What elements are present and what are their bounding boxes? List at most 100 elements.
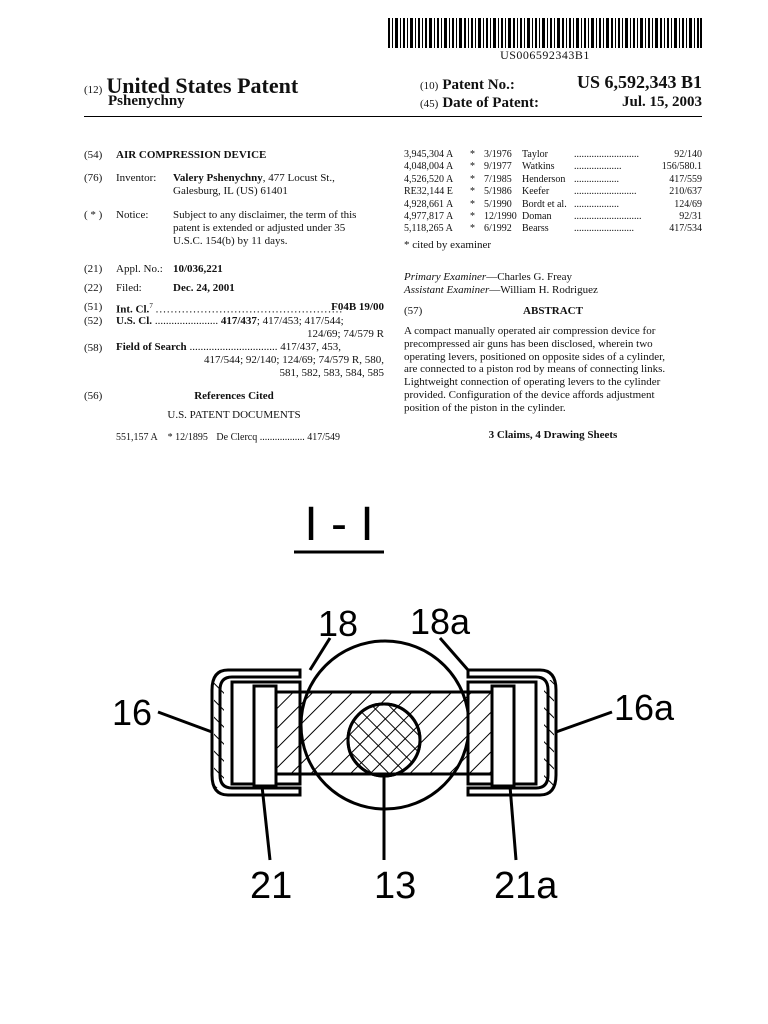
label-16a: 16a xyxy=(614,687,675,728)
ref-star: * xyxy=(470,173,475,185)
ref-star: * xyxy=(470,161,475,173)
uscl-code: (52) xyxy=(84,315,103,327)
ref-dots: ......................... xyxy=(574,186,637,198)
notice-line3: U.S.C. 154(b) by 11 days. xyxy=(173,235,288,247)
label-21a: 21a xyxy=(494,865,558,907)
ref-dots: .................. xyxy=(574,198,619,210)
ref-number: RE32,144 E xyxy=(404,186,453,198)
label-21: 21 xyxy=(250,865,292,907)
search-line2: 417/544; 92/140; 124/69; 74/579 R, 580, xyxy=(204,354,384,366)
barcode-number: US006592343B1 xyxy=(500,48,590,62)
uscl-dots: ....................... xyxy=(154,315,219,327)
claims-summary: 3 Claims, 4 Drawing Sheets xyxy=(488,429,618,441)
patent-header-left: (12) United States Patent xyxy=(84,73,298,99)
ref-class: 417/534 xyxy=(669,223,702,235)
patent-no-label: Patent No.: xyxy=(442,77,515,93)
title-code: (54) xyxy=(84,149,103,161)
header-divider xyxy=(84,116,702,117)
ref-name: De Clercq xyxy=(216,432,258,443)
inventor-code: (76) xyxy=(84,172,103,184)
inventor-line1: Valery Pshenychny, 477 Locust St., xyxy=(173,172,335,185)
patent-number-row: (10) Patent No.: xyxy=(420,76,515,94)
ref-name: Bearss xyxy=(522,223,549,235)
ref-class: 417/559 xyxy=(669,173,702,185)
appl-number: 10/036,221 xyxy=(173,263,223,275)
leader-16 xyxy=(157,710,213,734)
notice-code: ( * ) xyxy=(84,209,103,221)
inventor-name: Valery Pshenychny xyxy=(173,172,263,184)
abstract-line: A compact manually operated air compress… xyxy=(404,325,656,337)
section-label: I - I xyxy=(304,498,373,551)
search-line3: 581, 582, 583, 584, 585 xyxy=(279,367,385,379)
left-ref-row: 551,157 A * 12/1895 De Clercq ..........… xyxy=(116,432,384,444)
search-dots: ................................ xyxy=(189,341,278,353)
intcl-code: (51) xyxy=(84,301,103,313)
date-code: (45) xyxy=(420,98,439,110)
ref-name: Taylor xyxy=(522,149,548,160)
patent-number: US 6,592,343 B1 xyxy=(576,72,702,92)
intcl-row: Int. Cl.7 ..............................… xyxy=(116,300,343,317)
pin-right xyxy=(490,684,516,788)
ref-date: 12/1895 xyxy=(175,432,208,443)
ref-number: 4,526,520 A xyxy=(404,173,454,185)
filed-date: Dec. 24, 2001 xyxy=(173,282,235,294)
patent-drawing: I - I 16 16a 18 18a 21 13 21a xyxy=(112,498,675,907)
intcl-dots: ........................................… xyxy=(155,303,344,316)
search-line1: 417/437, 453, xyxy=(280,341,341,353)
notice-line1: Subject to any disclaimer, the term of t… xyxy=(173,209,357,221)
leader-16a xyxy=(555,710,613,734)
kind-code: (12) xyxy=(84,84,103,96)
filed-code: (22) xyxy=(84,282,103,294)
ref-class: 210/637 xyxy=(669,186,702,198)
abstract-line: position of the piston in the cylinder. xyxy=(404,401,566,414)
ref-class: 92/31 xyxy=(679,210,702,222)
inventor-address2: Galesburg, IL (US) 61401 xyxy=(173,185,288,197)
leader-21a xyxy=(508,785,518,861)
uscl-rest2: 124/69; 74/579 R xyxy=(306,328,384,340)
assistant-label: Assistant Examiner xyxy=(404,284,490,296)
ref-date: 12/1990 xyxy=(484,210,517,222)
ref-date: 6/1992 xyxy=(484,223,512,235)
inventor-label: Inventor: xyxy=(116,172,157,184)
ref-name: Keefer xyxy=(522,186,550,198)
uscl-main: 417/437 xyxy=(220,315,257,327)
primary-name: —Charles G. Freay xyxy=(486,271,573,283)
label-18a: 18a xyxy=(410,601,471,642)
ref-name: Doman xyxy=(522,210,552,222)
ref-number: 4,048,004 A xyxy=(404,161,454,173)
assistant-examiner: Assistant Examiner—William H. Rodriguez xyxy=(404,284,598,297)
inventor-surname: Pshenychny xyxy=(108,93,185,109)
leader-21 xyxy=(260,785,272,861)
ref-dots: .................. xyxy=(259,432,305,443)
ref-star: * xyxy=(470,198,475,210)
ref-name: Watkins xyxy=(522,161,555,173)
pin-left xyxy=(252,684,278,788)
ref-star: * xyxy=(167,432,173,443)
leader-18 xyxy=(308,637,332,671)
housing-right-hatch xyxy=(544,680,554,788)
abstract-title: ABSTRACT xyxy=(523,305,583,317)
refs-code: (56) xyxy=(84,390,103,402)
ref-number: 551,157 A xyxy=(116,432,158,443)
uscl-row: U.S. Cl. ....................... 417/437… xyxy=(116,315,344,328)
abstract-line: Lightweight connection of operating leve… xyxy=(404,376,661,389)
invention-title: AIR COMPRESSION DEVICE xyxy=(116,149,267,161)
ref-class: 156/580.1 xyxy=(661,161,702,173)
ref-name: Bordt et al. xyxy=(522,198,567,210)
ref-dots: .......................... xyxy=(574,149,639,160)
ref-class: 92/140 xyxy=(674,149,702,160)
abstract-line: precompressed air guns has been disclose… xyxy=(404,337,653,350)
ref-star: * xyxy=(470,186,475,198)
abstract-line: are connected to a piston rod by means o… xyxy=(404,363,666,376)
ref-number: 4,928,661 A xyxy=(404,198,454,210)
barcode xyxy=(388,18,702,48)
abstract-text: A compact manually operated air compress… xyxy=(404,325,702,415)
patent-no-code: (10) xyxy=(420,80,439,92)
cited-by-examiner: * cited by examiner xyxy=(404,239,492,251)
